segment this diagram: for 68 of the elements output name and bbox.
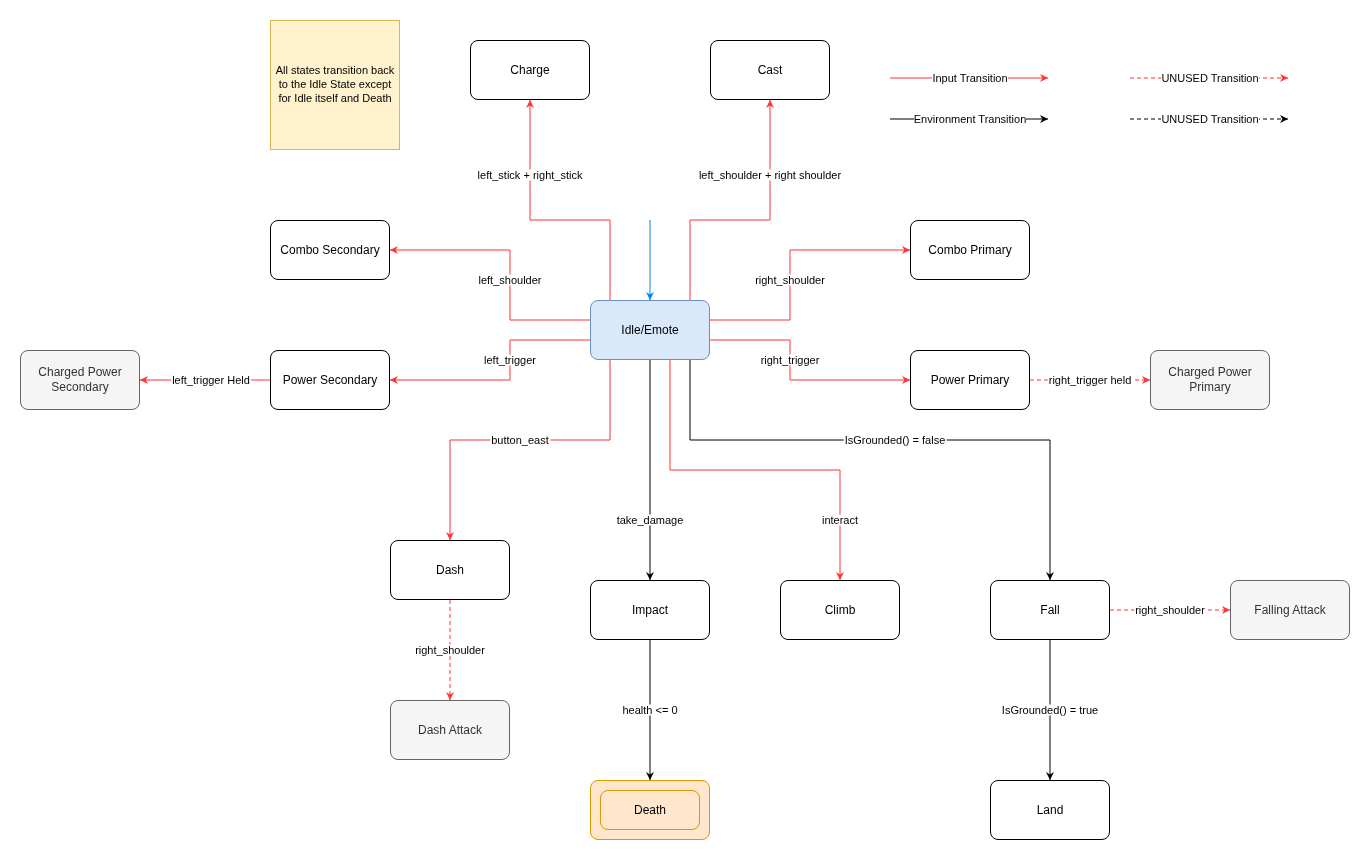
node-label: Idle/Emote: [621, 322, 679, 338]
unused-state-box: [1150, 350, 1270, 410]
edge-label: left_shoulder + right shoulder: [697, 169, 843, 181]
node-label: Falling Attack: [1254, 602, 1326, 618]
node-label: Charged Power Secondary: [37, 365, 123, 395]
node-label: Climb: [824, 602, 856, 618]
edge-label: right_shoulder: [1134, 604, 1206, 616]
state-box: [910, 220, 1030, 280]
state-box: [710, 40, 830, 100]
state-box: [270, 350, 390, 410]
note-box: [270, 20, 400, 150]
arrow: [526, 99, 611, 301]
state-box: [990, 780, 1110, 840]
state-box: [990, 580, 1110, 640]
arrow: [669, 359, 844, 581]
edge-label: take_damage: [615, 514, 685, 526]
node-label: Dash Attack: [418, 722, 482, 738]
node-label: Charged Power Primary: [1167, 365, 1253, 395]
edge-label: right_trigger held: [1047, 374, 1133, 386]
node-label: Death: [634, 802, 666, 818]
state-box: [270, 220, 390, 280]
state-box: [910, 350, 1030, 410]
state-box: [590, 580, 710, 640]
arrow: [389, 339, 591, 384]
state-box: [390, 540, 510, 600]
arrow: [389, 246, 591, 321]
legend-label: UNUSED Transition: [1161, 72, 1259, 84]
final-state-box: [590, 780, 710, 840]
edge-label: IsGrounded() = true: [1000, 704, 1100, 716]
arrow: [446, 599, 454, 701]
edge-label: right_shoulder: [754, 274, 826, 286]
node-label: Combo Secondary: [280, 242, 380, 258]
edge-label: interact: [820, 514, 860, 526]
node-label: Fall: [1040, 602, 1060, 618]
node-label: Impact: [632, 602, 668, 618]
edge-label: left_stick + right_stick: [476, 169, 584, 181]
legend-label: Input Transition: [932, 72, 1008, 84]
arrow: [709, 246, 911, 321]
edge-label: right_trigger: [759, 354, 821, 366]
edge-label: left_trigger: [483, 354, 537, 366]
node-label: Cast: [757, 62, 783, 78]
node-label: Dash: [436, 562, 464, 578]
edge-label: IsGrounded() = false: [843, 434, 947, 446]
arrow: [709, 339, 911, 384]
initial-state-box: [590, 300, 710, 360]
node-label: Power Primary: [930, 372, 1010, 388]
state-box: [780, 580, 900, 640]
node-label: Power Secondary: [282, 372, 378, 388]
unused-state-box: [1230, 580, 1350, 640]
legend-label: UNUSED Transition: [1161, 113, 1259, 125]
edge-label: right_shoulder: [414, 644, 486, 656]
edge-label: left_trigger Held: [171, 374, 251, 386]
arrow: [689, 99, 774, 301]
unused-state-box: [20, 350, 140, 410]
edge-label: button_east: [490, 434, 550, 446]
node-label: Land: [1036, 802, 1064, 818]
legend-label: Environment Transition: [913, 113, 1027, 125]
edge-label: left_shoulder: [477, 274, 543, 286]
arrow: [646, 639, 654, 781]
node-label: Combo Primary: [928, 242, 1012, 258]
arrow: [646, 219, 654, 301]
arrow: [646, 359, 654, 581]
state-box: [470, 40, 590, 100]
arrow: [1046, 639, 1054, 781]
node-label: All states transition back to the Idle State except for Idle itself and Death: [275, 64, 395, 106]
node-label: Charge: [510, 62, 550, 78]
edge-label: health <= 0: [621, 704, 679, 716]
unused-state-box: [390, 700, 510, 760]
